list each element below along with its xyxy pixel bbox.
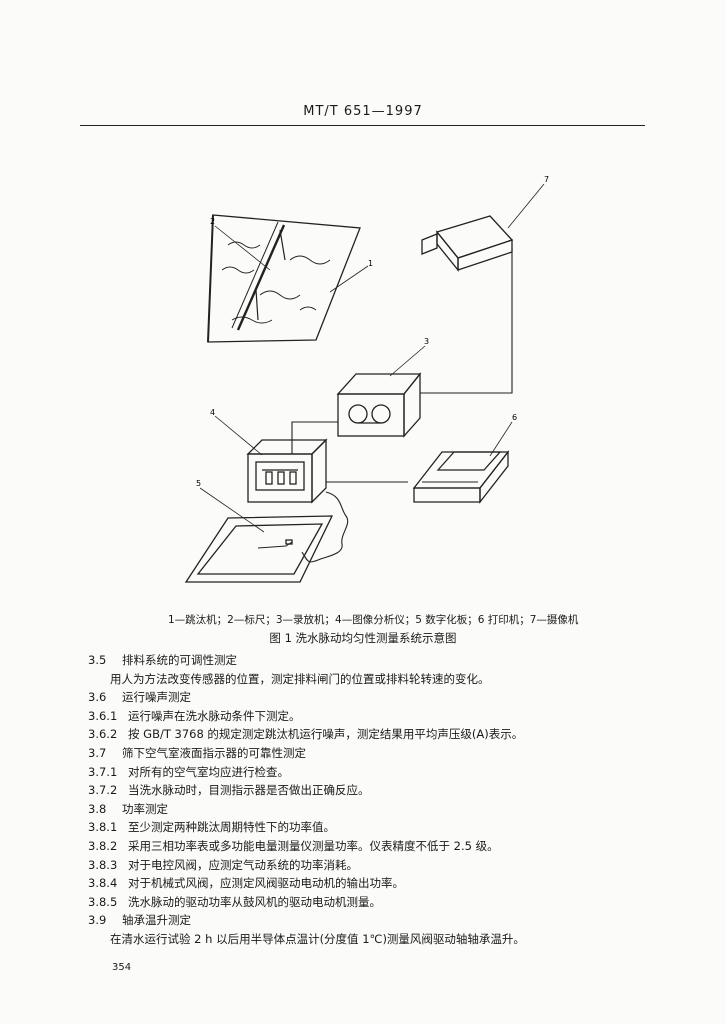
section-number: 3.6.2 [88, 727, 118, 742]
section-text: 运行噪声测定 [122, 690, 191, 705]
section-text: 轴承温升测定 [122, 913, 191, 928]
section-text: 对于电控风阀，应测定气动系统的功率消耗。 [128, 857, 358, 872]
subsection-line: 3.8.1 至少测定两种跳汰周期特性下的功率值。 [88, 819, 335, 835]
section-heading: 3.6 运行噪声测定 [88, 689, 191, 705]
figure-caption: 图 1 洗水脉动均匀性测量系统示意图 [269, 631, 457, 645]
section-number: 3.5 [88, 653, 107, 667]
section-number: 3.7.1 [88, 764, 118, 779]
section-number: 3.8 [88, 801, 107, 816]
paragraph-line: 在清水运行试验 2 h 以后用半导体点温计(分度值 1℃)测量风阀驱动轴轴承温升… [110, 931, 525, 947]
callout-6: 6 [512, 413, 517, 422]
section-text: 筛下空气室液面指示器的可靠性测定 [122, 746, 306, 760]
paragraph-line: 用人为方法改变传感器的位置，测定排料闸门的位置或排料轮转速的变化。 [110, 671, 490, 687]
section-text: 对所有的空气室均应进行检查。 [128, 764, 289, 779]
subsection-line: 3.8.4 对于机械式风阀，应测定风阀驱动电动机的输出功率。 [88, 875, 404, 891]
callout-5: 5 [196, 479, 201, 488]
section-text: 采用三相功率表或多功能电量测量仪测量功率。仪表精度不低于 2.5 级。 [128, 839, 499, 853]
callout-4: 4 [210, 408, 215, 417]
section-number: 3.8.5 [88, 894, 118, 909]
section-heading: 3.8 功率测定 [88, 801, 168, 817]
standard-header: MT/T 651—1997 [303, 104, 423, 119]
callout-leaders [199, 183, 545, 533]
recorder-drawing [336, 372, 422, 438]
subsection-line: 3.7.2 当洗水脉动时，目测指示器是否做出正确反应。 [88, 782, 370, 798]
section-number: 3.7 [88, 746, 107, 760]
scale-ruler-drawing [231, 221, 286, 331]
callout-1: 1 [368, 259, 373, 268]
subsection-line: 3.7.1 对所有的空气室均应进行检查。 [88, 764, 289, 780]
section-text: 用人为方法改变传感器的位置，测定排料闸门的位置或排料轮转速的变化。 [110, 671, 490, 686]
subsection-line: 3.6.2 按 GB/T 3768 的规定测定跳汰机运行噪声，测定结果用平均声压级… [88, 726, 523, 742]
section-text: 洗水脉动的驱动功率从鼓风机的驱动电动机测量。 [128, 894, 381, 909]
section-number: 3.6 [88, 690, 107, 705]
header-rule [80, 125, 645, 126]
jig-machine-drawing [207, 214, 361, 343]
section-text: 在清水运行试验 2 h 以后用半导体点温计(分度值 1℃)测量风阀驱动轴轴承温升… [110, 932, 525, 946]
digitizer-board-drawing [184, 515, 334, 583]
section-number: 3.8.2 [88, 839, 118, 853]
camera-drawing [421, 215, 514, 272]
printer-drawing [412, 450, 510, 504]
section-text: 至少测定两种跳汰周期特性下的功率值。 [128, 820, 335, 835]
section-number: 3.7.2 [88, 783, 118, 798]
image-analyzer-drawing [246, 438, 328, 504]
subsection-line: 3.8.2 采用三相功率表或多功能电量测量仪测量功率。仪表精度不低于 2.5 级。 [88, 838, 499, 854]
section-text: 排料系统的可调性测定 [122, 653, 237, 667]
section-text: 运行噪声在洗水脉动条件下测定。 [128, 708, 301, 723]
section-text: 按 GB/T 3768 的规定测定跳汰机运行噪声，测定结果用平均声压级(A)表示… [128, 727, 524, 742]
section-text: 当洗水脉动时，目测指示器是否做出正确反应。 [128, 783, 370, 798]
section-heading: 3.7 筛下空气室液面指示器的可靠性测定 [88, 745, 306, 761]
figure-legend: 1—跳汰机；2—标尺；3—录放机；4—图像分析仪；5 数字化板；6 打印机；7—… [168, 614, 579, 626]
connecting-cables [291, 248, 513, 563]
callout-3: 3 [424, 337, 429, 346]
callout-numbers: 1 2 3 4 5 6 7 [196, 175, 549, 488]
section-number: 3.9 [88, 913, 107, 928]
section-number: 3.8.4 [88, 876, 118, 891]
subsection-line: 3.8.3 对于电控风阀，应测定气动系统的功率消耗。 [88, 857, 358, 873]
page-number: 354 [112, 962, 132, 973]
section-number: 3.8.3 [88, 857, 118, 872]
subsection-line: 3.8.5 洗水脉动的驱动功率从鼓风机的驱动电动机测量。 [88, 894, 381, 910]
section-number: 3.6.1 [88, 708, 118, 723]
callout-2: 2 [210, 217, 215, 226]
callout-7: 7 [544, 175, 549, 184]
section-number: 3.8.1 [88, 820, 118, 835]
section-text: 对于机械式风阀，应测定风阀驱动电动机的输出功率。 [128, 876, 404, 891]
section-heading: 3.9 轴承温升测定 [88, 912, 191, 928]
section-heading: 3.5 排料系统的可调性测定 [88, 652, 237, 668]
measurement-system-diagram: 1 2 3 4 5 6 7 [184, 175, 549, 583]
subsection-line: 3.6.1 运行噪声在洗水脉动条件下测定。 [88, 708, 301, 724]
section-text: 功率测定 [122, 801, 168, 816]
